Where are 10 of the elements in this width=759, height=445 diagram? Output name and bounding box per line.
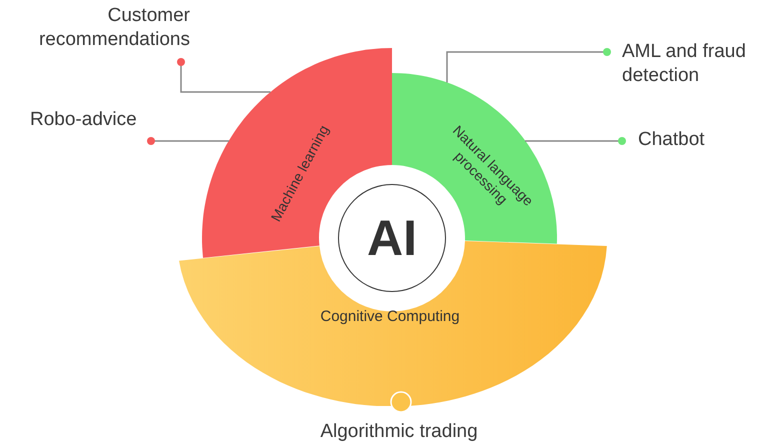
callout-label: Customer recommendations <box>20 4 190 52</box>
sector-label: Cognitive Computing <box>319 308 461 326</box>
callout-label: Robo-advice <box>30 108 150 132</box>
callout-label: Algorithmic trading <box>289 420 509 444</box>
leader-line <box>177 58 270 93</box>
callout-label: Chatbot <box>638 128 738 152</box>
leader-line <box>525 137 626 145</box>
leader-line <box>446 48 611 82</box>
callout-label: AML and fraud detection <box>622 40 752 88</box>
leader-line <box>147 137 229 145</box>
